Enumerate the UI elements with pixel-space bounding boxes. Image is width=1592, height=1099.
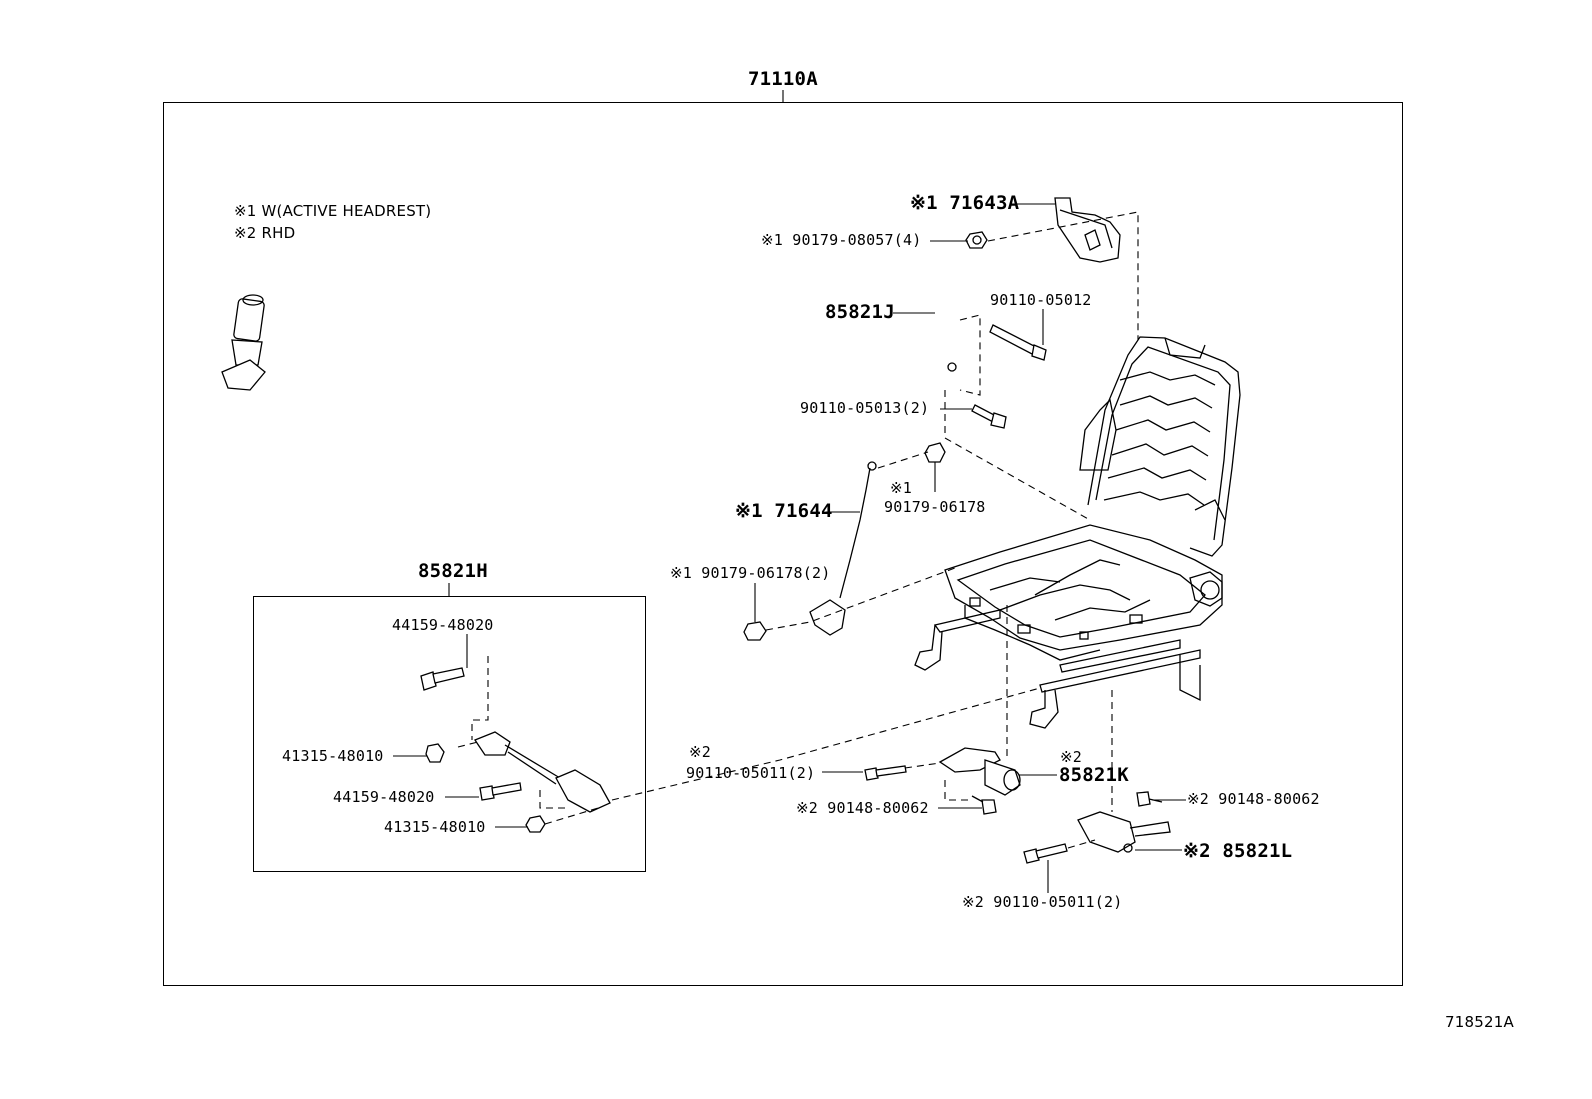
motor-85821k-drawing [938, 747, 1021, 796]
bolt-90110-05013-drawing [971, 404, 1007, 429]
bolt-90110-05012-drawing [989, 324, 1047, 361]
label-90110-05013[interactable]: 90110-05013(2) [800, 399, 930, 417]
subassembly-frame [253, 596, 646, 872]
motor-85821l-drawing [1077, 811, 1171, 853]
assembly-part-label[interactable]: 71110A [748, 68, 818, 90]
screw-90148-80062-b-drawing [1136, 791, 1163, 807]
note-active-headrest: ※1 W(ACTIVE HEADREST) [234, 202, 432, 220]
screw-90148-80062-a-drawing [971, 795, 997, 815]
label-44159-48020-top[interactable]: 44159-48020 [392, 616, 494, 634]
label-85821k[interactable]: 85821K [1059, 764, 1129, 786]
part-71643a-drawing [1054, 197, 1121, 263]
label-90179-08057[interactable]: ※1 90179-08057(4) [761, 231, 922, 249]
label-85821k-mark: ※2 [1060, 748, 1082, 766]
seat-frame [914, 336, 1241, 729]
motor-85821j-drawing [221, 294, 957, 391]
nut-90179-08057-drawing [965, 231, 988, 249]
nut-90179-06178-lower-drawing [743, 621, 767, 641]
label-90110-05011-a-mark: ※2 [689, 743, 711, 761]
note-rhd: ※2 RHD [234, 224, 296, 242]
label-90179-06178-top[interactable]: 90179-06178 [884, 498, 986, 516]
subassembly-drawing [420, 667, 611, 833]
label-90179-06178-top-mark: ※1 [890, 479, 912, 497]
bolt-90110-05011-b-drawing [1023, 843, 1068, 864]
label-71644[interactable]: ※1 71644 [735, 500, 833, 522]
bolt-90110-05011-a-drawing [864, 765, 907, 781]
drawing-id: 718521A [1445, 1013, 1514, 1031]
label-41315-48010-bottom[interactable]: 41315-48010 [384, 818, 486, 836]
subassembly-part-label[interactable]: 85821H [418, 560, 488, 582]
label-90110-05012[interactable]: 90110-05012 [990, 291, 1092, 309]
label-90148-80062-b[interactable]: ※2 90148-80062 [1187, 790, 1320, 808]
dashed-alignment-lines [457, 211, 1139, 849]
label-71643a[interactable]: ※1 71643A [910, 192, 1020, 214]
label-90148-80062-a[interactable]: ※2 90148-80062 [796, 799, 929, 817]
label-44159-48020-mid[interactable]: 44159-48020 [333, 788, 435, 806]
assembly-frame [163, 102, 1403, 986]
label-90110-05011-b[interactable]: ※2 90110-05011(2) [962, 893, 1123, 911]
label-90179-06178-lower[interactable]: ※1 90179-06178(2) [670, 564, 831, 582]
label-85821j[interactable]: 85821J [825, 301, 895, 323]
label-85821l[interactable]: ※2 85821L [1183, 840, 1293, 862]
cable-71644-drawing [809, 461, 877, 636]
label-41315-48010-top[interactable]: 41315-48010 [282, 747, 384, 765]
label-90110-05011-a[interactable]: 90110-05011(2) [686, 764, 816, 782]
